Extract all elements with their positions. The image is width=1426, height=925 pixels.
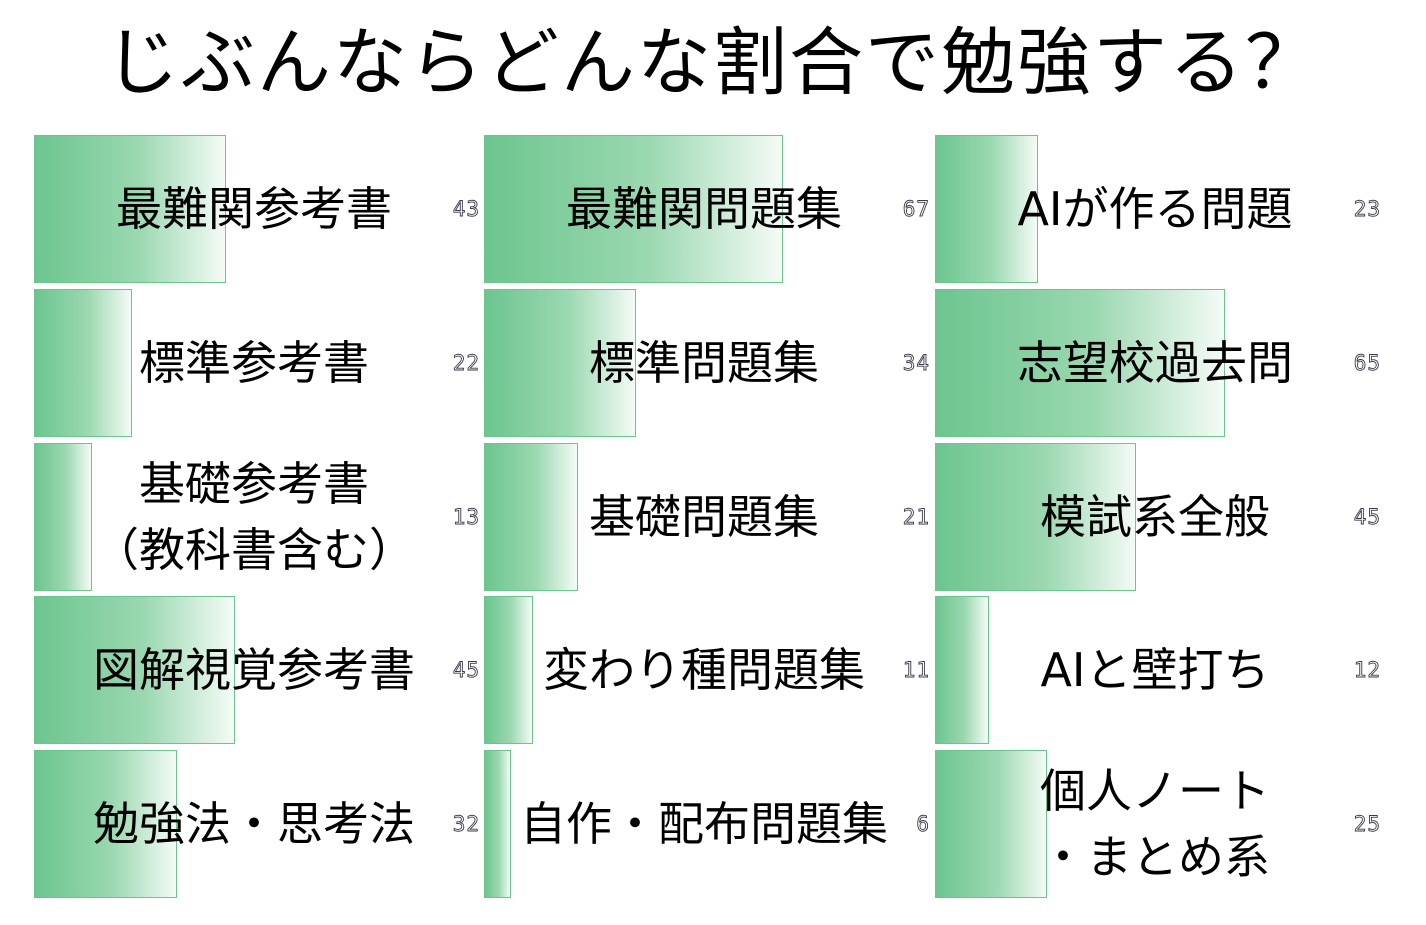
bar-value-label: 21 [902,505,930,530]
bar [484,596,533,744]
bar-value-label: 12 [1353,658,1381,683]
bar-label-line: AIが作る問題 [1017,182,1293,236]
bar-value-label: 65 [1353,351,1381,376]
bar-cell: 変わり種問題集 11 [484,596,930,744]
bar-cell: 基礎問題集 21 [484,443,930,591]
bar-label-line: AIと壁打ち [1040,643,1270,697]
bar-label-line: 標準問題集 [589,336,819,390]
bar-label-line: 基礎問題集 [589,490,819,544]
bar-label-line: ・まとめ系 [1040,830,1270,884]
bar-label: 標準問題集 [484,289,924,437]
bar-label-line: 最難関参考書 [116,182,392,236]
bar-label-line: 勉強法・思考法 [93,797,415,851]
bar [484,289,636,437]
bar-cell: 標準問題集 34 [484,289,930,437]
bar [484,443,578,591]
bar-cell: 勉強法・思考法 32 [34,750,480,898]
bar-label-line: 図解視覚参考書 [93,643,415,697]
bar-cell: 模試系全般 45 [935,443,1381,591]
bar [935,443,1136,591]
bar-label-line: 変わり種問題集 [543,643,865,697]
bar-label: 変わり種問題集 [484,596,924,744]
bar-label-line: 志望校過去問 [1017,336,1293,390]
bar-value-label: 43 [452,197,480,222]
bar-label-line: 標準参考書 [139,336,369,390]
bar-value-label: 34 [902,351,930,376]
bar-cell: 基礎参考書 （教科書含む） 13 [34,443,480,591]
bar [34,443,92,591]
bar-cell: 最難関参考書 43 [34,135,480,283]
bar-value-label: 23 [1353,197,1381,222]
bar-label-line: 自作・配布問題集 [520,797,888,851]
bar-label: 標準参考書 [34,289,474,437]
bar-value-label: 25 [1353,812,1381,837]
bar-label-line: 個人ノート [1040,764,1270,818]
bar-cell: 標準参考書 22 [34,289,480,437]
chart-title: じぶんならどんな割合で勉強する？ [105,20,1321,106]
bar-value-label: 22 [452,351,480,376]
bar [484,750,511,898]
bar [484,135,783,283]
bar-value-label: 11 [902,658,930,683]
bar-cell: AIが作る問題 23 [935,135,1381,283]
bar [34,596,235,744]
bar-value-label: 13 [452,505,480,530]
bar-label: 最難関問題集 [484,135,924,283]
bar-label: 基礎参考書 （教科書含む） [34,443,474,591]
bar [935,596,989,744]
bar-value-label: 67 [902,197,930,222]
bar-label-line: 基礎参考書 [139,457,369,511]
bar-label: AIが作る問題 [935,135,1375,283]
bar [935,750,1047,898]
bar-value-label: 32 [452,812,480,837]
bar-label: 図解視覚参考書 [34,596,474,744]
bar-cell: 最難関問題集 67 [484,135,930,283]
bar-value-label: 45 [452,658,480,683]
bar [935,289,1225,437]
bar-label: 模試系全般 [935,443,1375,591]
bar-label: 自作・配布問題集 [484,750,924,898]
bar-label: 基礎問題集 [484,443,924,591]
bar [34,750,177,898]
bar-label: 個人ノート・まとめ系 [935,750,1375,898]
bar [34,135,226,283]
bar-value-label: 6 [916,812,930,837]
bar-cell: 自作・配布問題集 6 [484,750,930,898]
bar [935,135,1038,283]
bar-cell: 志望校過去問 65 [935,289,1381,437]
bar-label-line: 模試系全般 [1040,490,1270,544]
bar-label-line: （教科書含む） [93,523,415,577]
bar-label-line: 最難関問題集 [566,182,842,236]
bar-label: 最難関参考書 [34,135,474,283]
bar [34,289,132,437]
bar-label: AIと壁打ち [935,596,1375,744]
bar-cell: 図解視覚参考書 45 [34,596,480,744]
bar-label: 勉強法・思考法 [34,750,474,898]
bar-cell: AIと壁打ち 12 [935,596,1381,744]
bar-value-label: 45 [1353,505,1381,530]
bar-label: 志望校過去問 [935,289,1375,437]
